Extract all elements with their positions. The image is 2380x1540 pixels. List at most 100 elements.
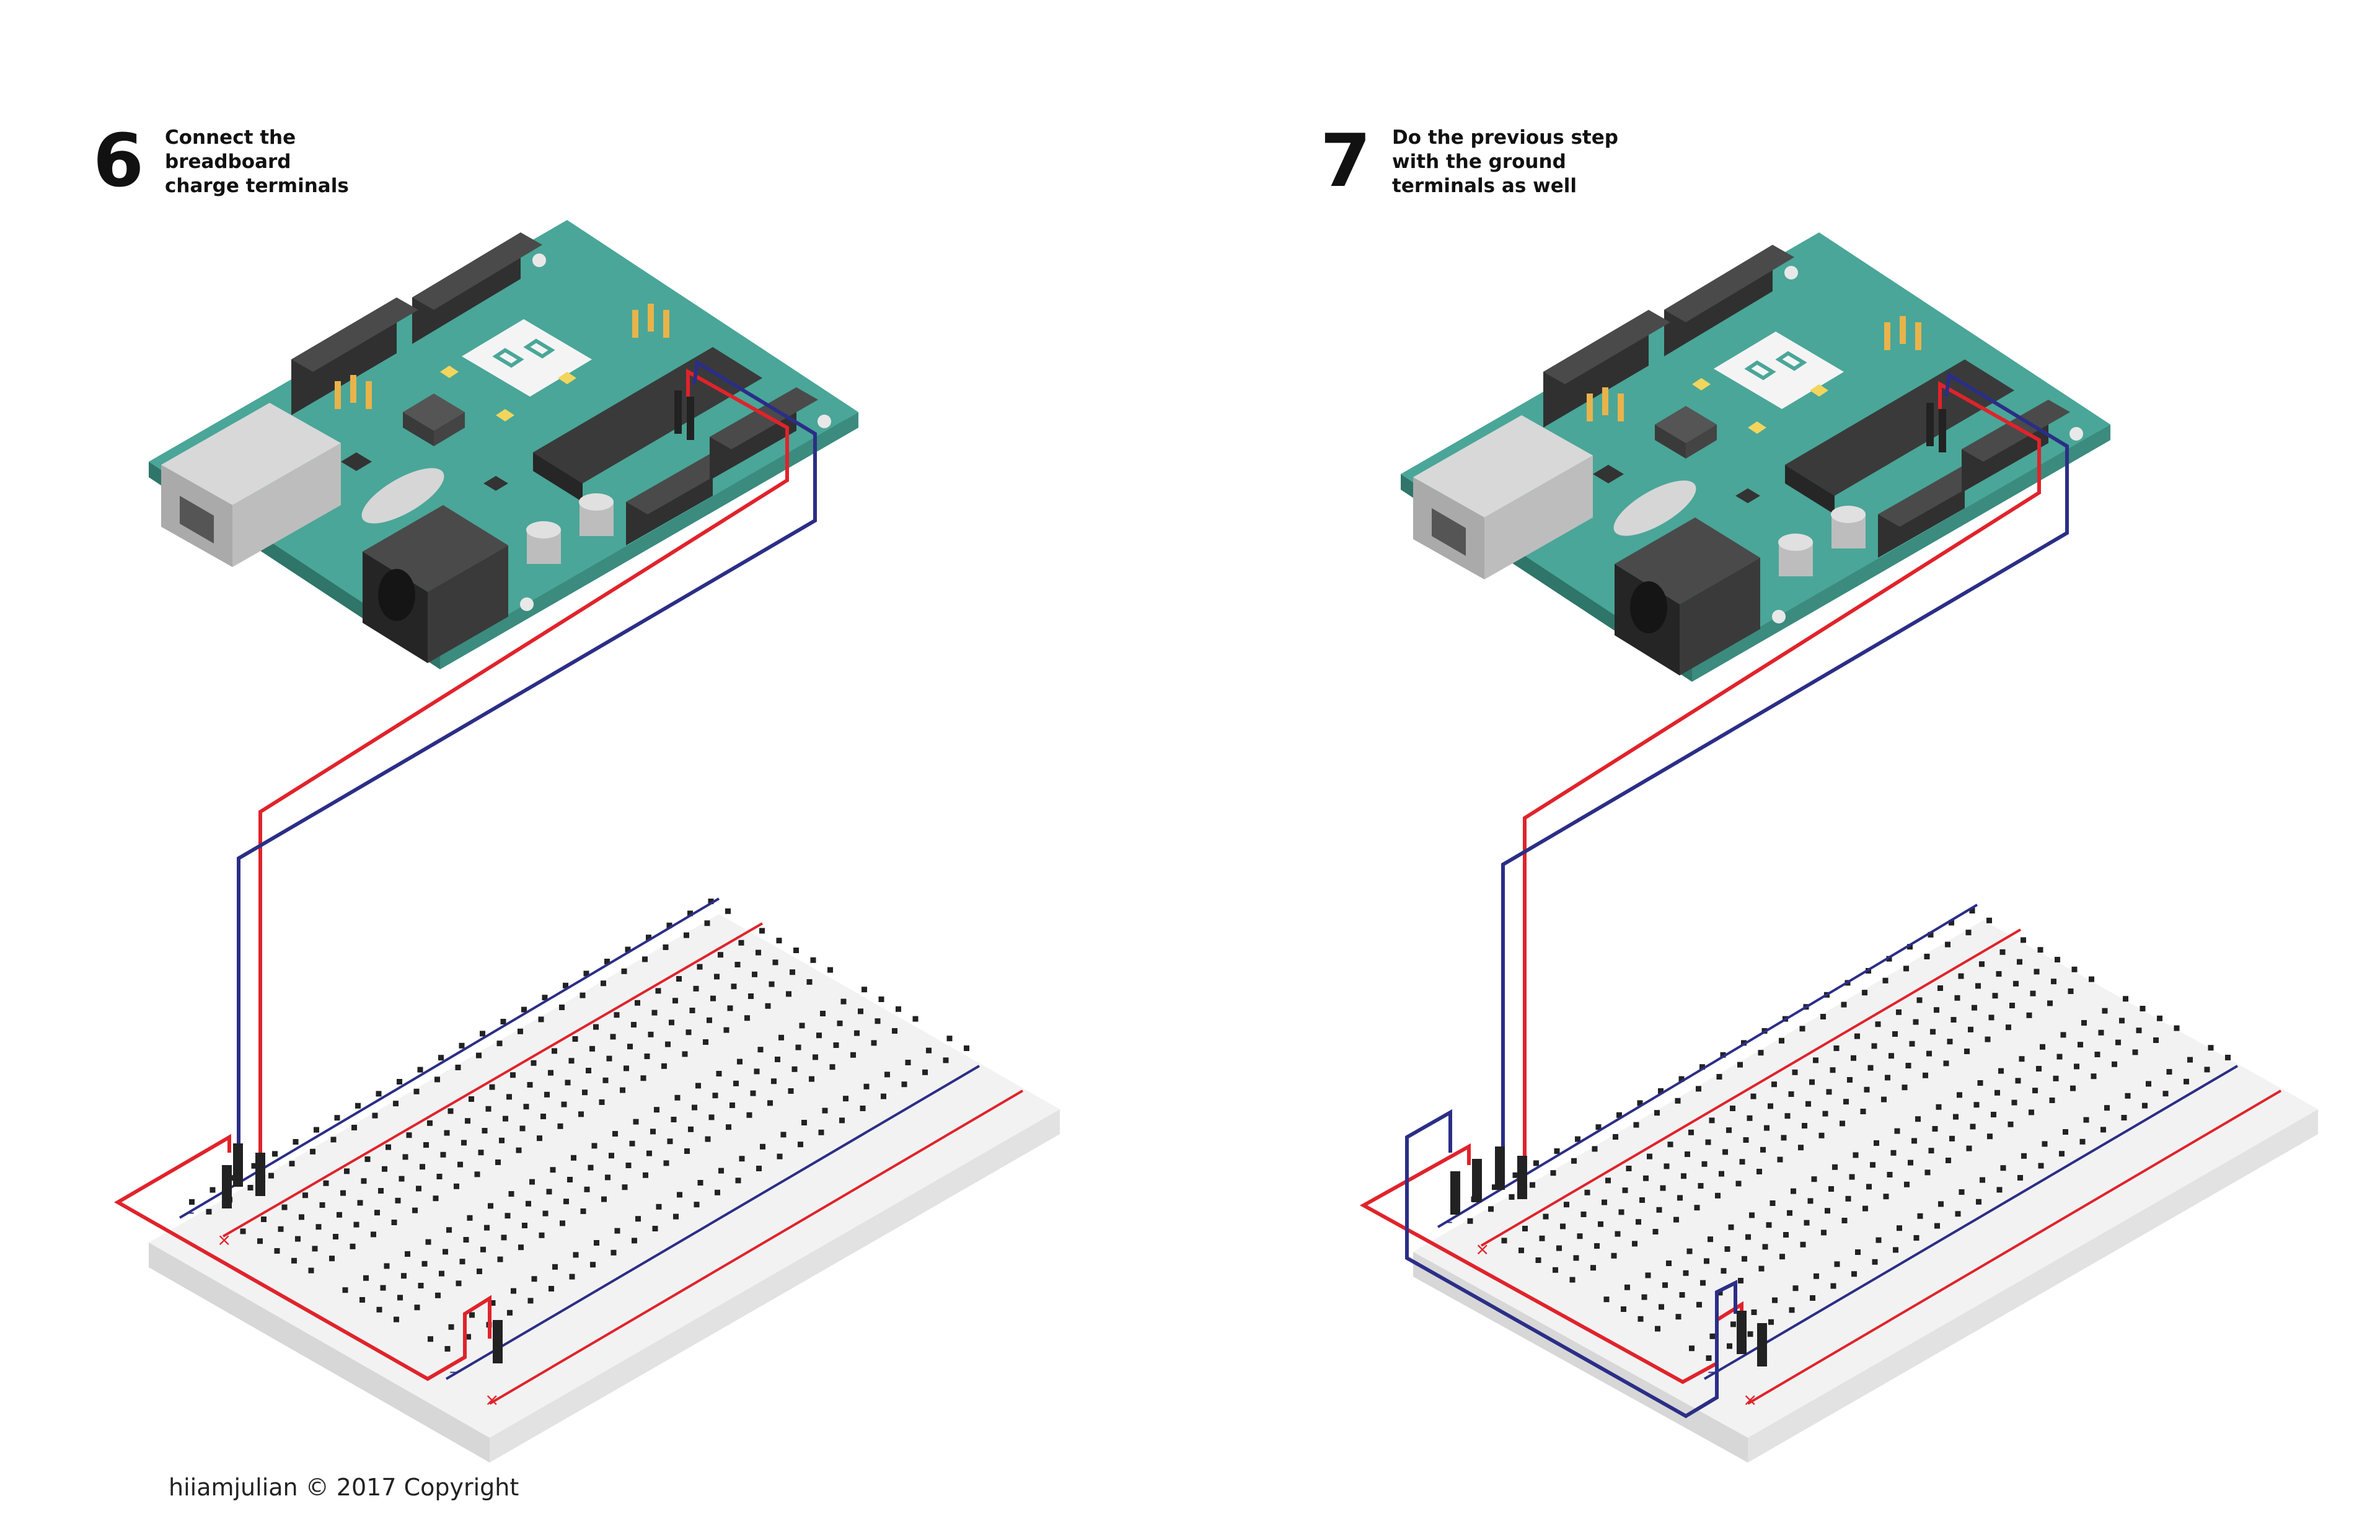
breadboard-hole bbox=[1964, 1049, 1970, 1054]
breadboard-hole bbox=[474, 1171, 480, 1177]
breadboard-hole bbox=[625, 946, 631, 953]
step-6-line-1: Connect the bbox=[165, 126, 296, 149]
breadboard-hole bbox=[1613, 1134, 1618, 1140]
breadboard-hole bbox=[767, 1100, 773, 1106]
breadboard-hole bbox=[818, 1129, 824, 1135]
breadboard-hole bbox=[684, 1148, 690, 1154]
breadboard-hole bbox=[1975, 983, 1981, 989]
breadboard-hole bbox=[495, 1159, 501, 1165]
breadboard-hole bbox=[1845, 1195, 1851, 1202]
breadboard-hole bbox=[1979, 961, 1985, 967]
rail-negative-marker: – bbox=[186, 1202, 195, 1222]
breadboard-hole bbox=[1539, 1235, 1545, 1241]
breadboard-hole bbox=[2112, 1061, 2117, 1067]
breadboard-hole bbox=[2038, 1163, 2044, 1169]
breadboard-hole bbox=[1943, 1060, 1949, 1067]
breadboard-hole bbox=[667, 1138, 673, 1145]
step-7-line-2: with the ground bbox=[1392, 151, 1566, 173]
breadboard-hole bbox=[1726, 1127, 1732, 1133]
blue-wire-7 bbox=[1501, 372, 2069, 1159]
breadboard-hole bbox=[733, 1080, 739, 1086]
breadboard-hole bbox=[778, 1034, 784, 1041]
breadboard-hole bbox=[531, 1276, 537, 1282]
breadboard-hole bbox=[1874, 1140, 1879, 1146]
breadboard-hole bbox=[363, 1275, 369, 1281]
breadboard-hole bbox=[1849, 1174, 1855, 1180]
breadboard-hole bbox=[314, 1127, 319, 1133]
breadboard-hole bbox=[689, 1008, 695, 1013]
step-6-illustration: – × – × bbox=[113, 220, 1060, 1463]
breadboard-hole bbox=[293, 1139, 299, 1145]
breadboard-hole bbox=[718, 952, 723, 958]
breadboard-hole bbox=[584, 1186, 590, 1192]
breadboard-hole bbox=[542, 995, 548, 1001]
breadboard-hole bbox=[1721, 1268, 1727, 1274]
breadboard-hole bbox=[469, 1096, 474, 1102]
breadboard-hole bbox=[2036, 1066, 2042, 1071]
breadboard-hole bbox=[1530, 1182, 1535, 1188]
breadboard-hole bbox=[435, 1292, 441, 1298]
breadboard-hole bbox=[610, 1249, 617, 1256]
breadboard-hole bbox=[1717, 1290, 1723, 1296]
breadboard-hole bbox=[2184, 1078, 2189, 1085]
wire-plugs-7 bbox=[1450, 1146, 1767, 1366]
breadboard-hole bbox=[1616, 1112, 1622, 1118]
breadboard-hole bbox=[599, 1099, 605, 1105]
breadboard-hole bbox=[521, 1006, 527, 1013]
breadboard-hole bbox=[417, 1067, 423, 1073]
breadboard-hole bbox=[2056, 1054, 2063, 1060]
breadboard-hole bbox=[1696, 1301, 1702, 1308]
breadboard-hole bbox=[397, 1079, 402, 1085]
breadboard-hole bbox=[1802, 1123, 1807, 1129]
breadboard-hole bbox=[1947, 1039, 1953, 1045]
step-7-illustration: – × – × bbox=[1359, 232, 2318, 1463]
breadboard-hole bbox=[687, 910, 693, 917]
breadboard-hole bbox=[685, 1029, 692, 1036]
breadboard-hole bbox=[2034, 969, 2040, 975]
breadboard-hole bbox=[2094, 1052, 2100, 1057]
breadboard-hole bbox=[1664, 1163, 1670, 1169]
breadboard-hole bbox=[648, 1031, 654, 1037]
breadboard-hole bbox=[319, 1202, 325, 1208]
breadboard-hole bbox=[727, 1005, 733, 1011]
breadboard-hole bbox=[436, 1174, 443, 1179]
breadboard-hole bbox=[943, 1057, 949, 1063]
breadboard-hole bbox=[1909, 1041, 1915, 1047]
breadboard-hole bbox=[1988, 1014, 1994, 1021]
breadboard-hole bbox=[912, 1016, 919, 1022]
breadboard-hole bbox=[710, 995, 716, 1001]
breadboard-hole bbox=[291, 1257, 297, 1264]
breadboard-hole bbox=[568, 1058, 575, 1064]
breadboard-hole bbox=[635, 1216, 641, 1222]
breadboard-hole bbox=[791, 1066, 798, 1072]
breadboard-hole bbox=[1789, 1307, 1795, 1313]
breadboard-hole bbox=[1950, 1017, 1957, 1023]
breadboard-hole bbox=[488, 1203, 493, 1209]
breadboard-hole bbox=[2089, 976, 2094, 982]
breadboard-hole bbox=[666, 922, 672, 928]
breadboard-hole bbox=[1968, 1026, 1973, 1032]
breadboard-hole bbox=[810, 957, 816, 963]
breadboard-hole bbox=[359, 1297, 365, 1303]
breadboard-hole bbox=[1573, 1255, 1579, 1261]
breadboard-hole bbox=[593, 1024, 599, 1030]
rail-negative-marker-7: – bbox=[1444, 1211, 1453, 1231]
breadboard-hole bbox=[1840, 1120, 1845, 1127]
breadboard-hole bbox=[896, 1006, 901, 1012]
breadboard-hole bbox=[386, 1144, 391, 1150]
breadboard-hole bbox=[1730, 1321, 1736, 1327]
breadboard-hole bbox=[744, 1015, 750, 1021]
breadboard-hole bbox=[1696, 1086, 1701, 1092]
breadboard-hole bbox=[1656, 1207, 1662, 1213]
breadboard-hole bbox=[738, 939, 744, 946]
breadboard-hole bbox=[672, 998, 678, 1004]
breadboard-hole bbox=[2059, 1151, 2065, 1157]
breadboard-hole bbox=[1833, 1045, 1840, 1051]
breadboard-hole bbox=[1911, 1138, 1917, 1144]
breadboard-hole bbox=[1675, 1098, 1681, 1104]
breadboard-hole bbox=[820, 1011, 826, 1016]
breadboard-hole bbox=[490, 1300, 496, 1306]
breadboard-hole bbox=[329, 1256, 335, 1262]
breadboard-hole bbox=[465, 1118, 470, 1124]
